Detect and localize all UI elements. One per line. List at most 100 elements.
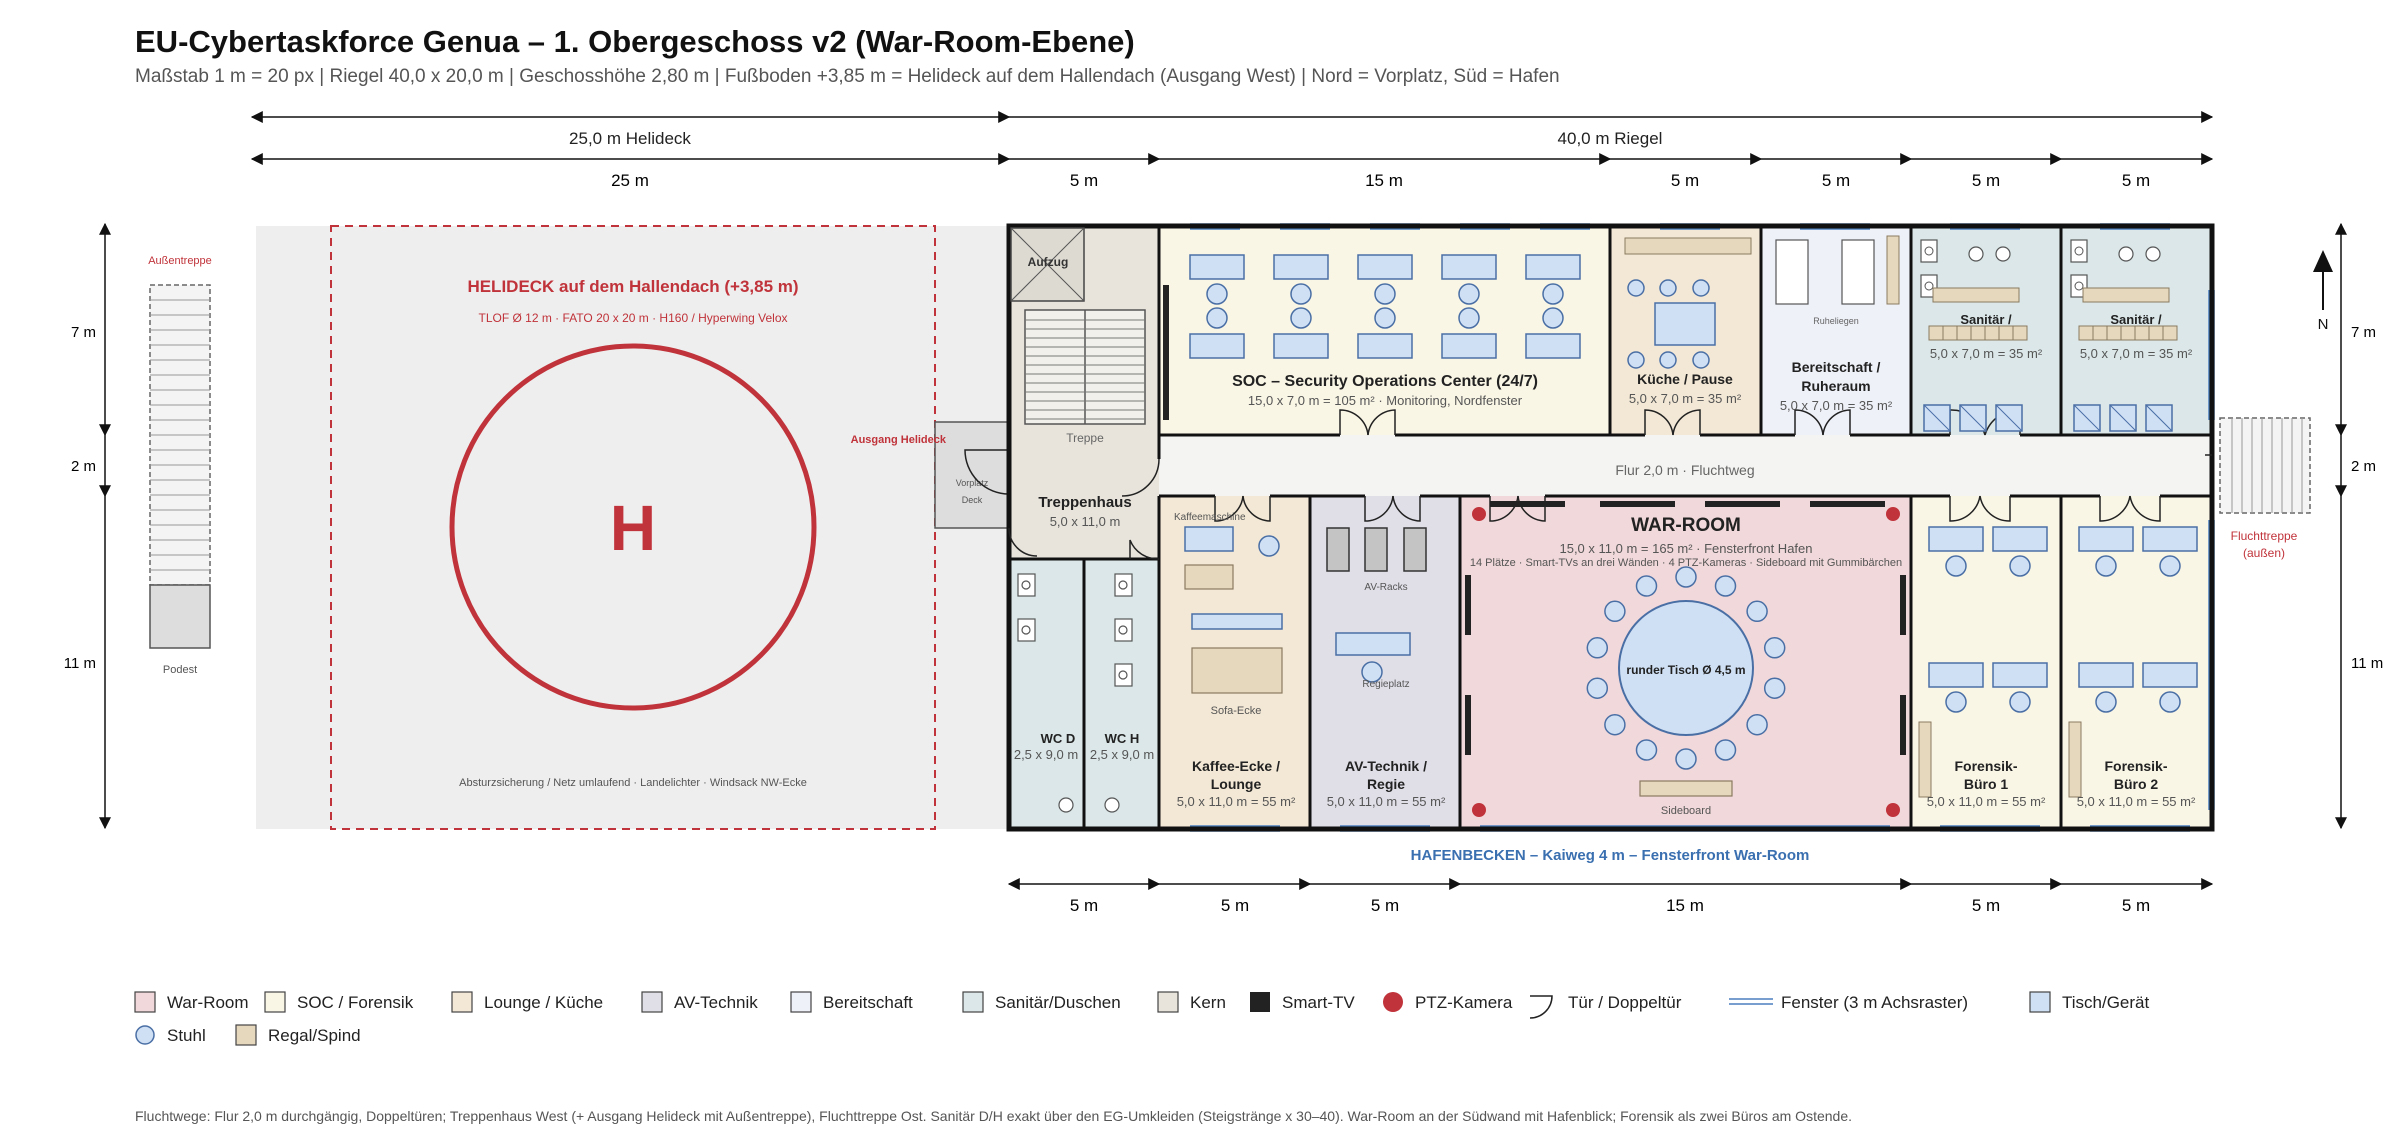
war-room-sideboard bbox=[1639, 780, 1733, 797]
forensic-chair bbox=[1945, 555, 1967, 577]
av-desk-label: Regieplatz bbox=[1362, 679, 1409, 690]
soc-chair bbox=[1290, 283, 1312, 305]
forensic-chair bbox=[2159, 555, 2181, 577]
soc-chair bbox=[1290, 307, 1312, 329]
forensic-chair bbox=[2009, 691, 2031, 713]
soc-desk bbox=[1441, 333, 1497, 359]
wc-h-name: WC H bbox=[1105, 731, 1140, 746]
lounge-name-1: Kaffee-Ecke / bbox=[1192, 758, 1280, 774]
war-room-chair bbox=[1604, 600, 1626, 623]
forensic-desk bbox=[1928, 662, 1984, 688]
soc-smart-tv bbox=[1163, 285, 1169, 420]
footer-note: Fluchtwege: Flur 2,0 m durchgängig, Dopp… bbox=[135, 1108, 1852, 1124]
av-name-2: Regie bbox=[1367, 776, 1405, 792]
legend-tv-icon bbox=[1250, 992, 1270, 1012]
legend-swatch bbox=[790, 991, 812, 1013]
shower-drain-line bbox=[2109, 404, 2137, 432]
soc-chair bbox=[1458, 307, 1480, 329]
legend-item: SOC / Forensik bbox=[264, 991, 414, 1013]
soc-chair bbox=[1206, 307, 1228, 329]
forensic-desk bbox=[1928, 526, 1984, 552]
wc-d-info: 2,5 x 9,0 m bbox=[1014, 747, 1078, 762]
forensic-1-name-1: Forensik- bbox=[1954, 758, 2017, 774]
forensic-desk bbox=[2078, 526, 2134, 552]
legend-label: Smart-TV bbox=[1282, 993, 1355, 1012]
dim-top-2-c: 15 m bbox=[1365, 171, 1403, 190]
page-subtitle: Maßstab 1 m = 20 px | Riegel 40,0 x 20,0… bbox=[135, 66, 1560, 87]
bench bbox=[1932, 287, 2020, 303]
forensic-desk bbox=[1992, 662, 2048, 688]
war-room-chair bbox=[1714, 575, 1737, 597]
lounge-coffee-label: Kaffeemaschine bbox=[1174, 512, 1246, 523]
dim-bottom-b: 5 m bbox=[1221, 896, 1249, 915]
legend-swatch bbox=[641, 991, 663, 1013]
forensic-chair bbox=[2159, 691, 2181, 713]
legend-door-icon bbox=[1529, 995, 1553, 1019]
legend-label: Lounge / Küche bbox=[484, 993, 603, 1012]
corridor-label: Flur 2,0 m · Fluchtweg bbox=[1615, 462, 1754, 478]
dim-right-7m: 7 m bbox=[2351, 324, 2376, 341]
forensic-furniture bbox=[1918, 526, 2198, 798]
legend-label: PTZ-Kamera bbox=[1415, 993, 1513, 1012]
elevator bbox=[1010, 227, 1085, 302]
sanitary-2-name: Sanitär / bbox=[2110, 312, 2162, 327]
locker bbox=[1928, 325, 1944, 341]
legend-label: Kern bbox=[1190, 993, 1226, 1012]
legend-label: Sanitär/Duschen bbox=[995, 993, 1121, 1012]
lounge-furniture bbox=[1184, 526, 1283, 694]
soc-chair bbox=[1542, 307, 1564, 329]
vorplatz-label-1: Vorplatz bbox=[956, 478, 989, 488]
toilet-bowl bbox=[2074, 246, 2084, 256]
legend-label: Regal/Spind bbox=[268, 1026, 361, 1045]
sanitary-fixtures bbox=[1920, 239, 2178, 432]
soc-desk bbox=[1441, 254, 1497, 280]
forensic-desk bbox=[2078, 662, 2134, 688]
dim-bottom-f: 5 m bbox=[2122, 896, 2150, 915]
toilet bbox=[2070, 239, 2088, 263]
war-room-chair bbox=[1763, 637, 1786, 659]
soc-desk bbox=[1273, 254, 1329, 280]
north-arrow bbox=[2313, 250, 2333, 310]
dim-top-2-d: 5 m bbox=[1671, 171, 1699, 190]
dim-top-2-e: 5 m bbox=[1822, 171, 1850, 190]
war-room-chair bbox=[1586, 637, 1609, 659]
soc-desk bbox=[1357, 254, 1413, 280]
av-furniture bbox=[1326, 527, 1427, 683]
sink bbox=[1968, 246, 1984, 262]
legend-item: Sanitär/Duschen bbox=[962, 991, 1121, 1013]
war-room-chair bbox=[1746, 600, 1768, 623]
legend-chair-icon bbox=[135, 1025, 155, 1045]
standby-name-1: Bereitschaft / bbox=[1792, 359, 1881, 375]
legend-item: Kern bbox=[1157, 991, 1226, 1013]
locker bbox=[1942, 325, 1958, 341]
war-room-chair bbox=[1714, 739, 1737, 761]
elevator-label: Aufzug bbox=[1028, 255, 1069, 269]
standby-info: 5,0 x 7,0 m = 35 m² bbox=[1780, 398, 1893, 413]
doors[interactable] bbox=[1008, 409, 2212, 560]
legend-item: War-Room bbox=[134, 991, 249, 1013]
helideck-exit-door[interactable] bbox=[964, 449, 1010, 495]
forensic-2-name-2: Büro 2 bbox=[2114, 776, 2159, 792]
war-room-sideboard-label: Sideboard bbox=[1661, 805, 1711, 817]
vorplatz-label-2: Deck bbox=[962, 495, 983, 505]
av-info: 5,0 x 11,0 m = 55 m² bbox=[1327, 794, 1446, 809]
locker bbox=[2012, 325, 2028, 341]
war-room-info: 15,0 x 11,0 m = 165 m² · Fensterfront Ha… bbox=[1559, 541, 1812, 556]
stairwell-name: Treppenhaus bbox=[1038, 494, 1131, 511]
forensic-2-name-1: Forensik- bbox=[2104, 758, 2167, 774]
war-room-name: WAR-ROOM bbox=[1631, 515, 1741, 536]
corridor bbox=[1159, 435, 2212, 496]
war-room-chair bbox=[1635, 739, 1658, 761]
sanitary-1-name: Sanitär / bbox=[1960, 312, 2012, 327]
forensic-1-name-2: Büro 1 bbox=[1964, 776, 2009, 792]
forensic-2-info: 5,0 x 11,0 m = 55 m² bbox=[2077, 794, 2196, 809]
shower-drain-line bbox=[2145, 404, 2173, 432]
lounge-sofa-label: Sofa-Ecke bbox=[1211, 705, 1262, 717]
legend-swatch bbox=[1157, 991, 1179, 1013]
standby-furniture bbox=[1775, 235, 1900, 305]
room-wc-d bbox=[1009, 559, 1084, 829]
locker bbox=[1970, 325, 1986, 341]
sink bbox=[2145, 246, 2161, 262]
